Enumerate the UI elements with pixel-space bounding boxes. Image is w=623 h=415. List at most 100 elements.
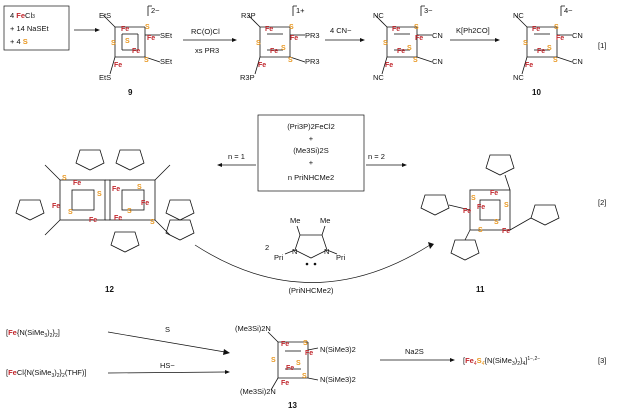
- carbene-coefficient: 2: [265, 243, 269, 252]
- cluster12-fe-4: Fe: [112, 186, 120, 193]
- cluster12-fe-1: Fe: [73, 180, 81, 187]
- arrow-b-label: HS−: [160, 361, 175, 370]
- carbene-structure: [284, 225, 338, 266]
- carbene-n-left: N: [292, 247, 297, 256]
- cluster12-s-4: S: [137, 184, 142, 191]
- clusterP-fe-1: Fe: [265, 26, 273, 33]
- cluster10-ligand-nc-top: NC: [513, 11, 524, 20]
- reagent-box-2: [257, 114, 365, 192]
- cluster13-ligand-2: N(SiMe3)2: [320, 345, 356, 354]
- clusterC3-fe-3: Fe: [397, 48, 405, 55]
- cluster10-s-4: S: [553, 57, 558, 64]
- reagent-line-fecl3: 4 FeCl3: [10, 11, 35, 20]
- cluster9-s-2: S: [111, 40, 116, 47]
- equation-1-number: [1]: [598, 41, 606, 50]
- carbene-me-right: Me: [320, 216, 330, 225]
- reaction-3: [Fe{N(SiMe3)2}2] [FeCl{N(SiMe3)2}2(THF)]…: [6, 324, 606, 410]
- cluster9-fe-3: Fe: [132, 48, 140, 55]
- clusterC3-ligand-nc-bottom: NC: [373, 73, 384, 82]
- arrow-left-label: n = 1: [228, 152, 245, 161]
- cluster9-bracket: [147, 5, 152, 16]
- cluster10-s-1: S: [554, 24, 559, 31]
- arrow-a-to-13: [107, 331, 226, 353]
- compound-9-label: 9: [128, 88, 133, 97]
- clusterP-ligand-pr3-1: PR3: [305, 31, 320, 40]
- compound-12-label: 12: [105, 285, 114, 294]
- clusterC3-fe-2: Fe: [415, 35, 423, 42]
- cluster11-fe-4: Fe: [477, 204, 485, 211]
- clusterP-fe-4: Fe: [258, 62, 266, 69]
- clusterC3-s-4: S: [413, 57, 418, 64]
- reagent-line-sulfur: + 4 S: [10, 37, 28, 46]
- cluster12-s-5: S: [127, 208, 132, 215]
- clusterC3-s-3: S: [407, 45, 412, 52]
- clusterP-fe-2: Fe: [290, 35, 298, 42]
- carbene-pr-left: Pri: [274, 253, 284, 262]
- cluster13-ligand-4: (Me3Si)2N: [240, 387, 276, 396]
- clusterC3-s-2: S: [383, 40, 388, 47]
- cluster11-fe-1: Fe: [490, 190, 498, 197]
- cluster10-fe-2: Fe: [556, 35, 564, 42]
- clusterC3-ligand-nc-top: NC: [373, 11, 384, 20]
- cluster10-ligand-cn-2: CN: [572, 57, 583, 66]
- compound-11-label: 11: [476, 285, 485, 294]
- cluster10-fe-1: Fe: [532, 26, 540, 33]
- cluster10-charge: 4−: [564, 6, 573, 15]
- reaction-2: (Pri3P)2FeCl2 + (Me3Si)2S + n PriNHCMe2 …: [15, 114, 606, 295]
- product-formula: [Fe4S4{N(SiMe3)2}4]1−,2−: [463, 356, 540, 367]
- cluster13-s-1: S: [303, 340, 308, 347]
- clusterP-ligand-pr3-2: PR3: [305, 57, 320, 66]
- reagent2-line-4: +: [309, 158, 314, 167]
- cluster10-fe-3: Fe: [537, 48, 545, 55]
- clusterP-charge: 1+: [296, 6, 305, 15]
- reagent2-line-3: (Me3Si)2S: [293, 146, 328, 155]
- arrow1-reagent-bottom: xs PR3: [195, 46, 219, 55]
- cluster-11: [420, 154, 560, 261]
- arrow-right-label: n = 2: [368, 152, 385, 161]
- cluster13-fe-1: Fe: [281, 341, 289, 348]
- cluster10-bracket: [560, 5, 565, 16]
- cluster-cyanide-3minus: [374, 14, 433, 75]
- cluster11-s-4: S: [478, 227, 483, 234]
- carbene-pr-right: Pri: [336, 253, 346, 262]
- cluster13-s-4: S: [302, 373, 307, 380]
- reagent2-line-2: +: [309, 134, 314, 143]
- cluster9-s-3: S: [125, 38, 130, 45]
- reactant-b: [FeCl{N(SiMe3)2}2(THF)]: [6, 368, 86, 379]
- reagent-line-nasEt: + 14 NaSEt: [10, 24, 49, 33]
- equation-2-number: [2]: [598, 198, 606, 207]
- cluster11-s-3: S: [494, 219, 499, 226]
- cluster9-s-1: S: [145, 24, 150, 31]
- arrow-b-to-13: [107, 371, 226, 374]
- reactant-a: [Fe{N(SiMe3)2}2]: [6, 328, 60, 339]
- carbene-n-right: N: [324, 247, 329, 256]
- cluster12-s-1: S: [62, 175, 67, 182]
- arrow2-reagent: 4 CN−: [330, 26, 352, 35]
- clusterP-s-3: S: [281, 45, 286, 52]
- cluster12-s-6: S: [150, 219, 155, 226]
- reagent-box-1: [3, 5, 70, 51]
- cluster11-fe-2: Fe: [463, 208, 471, 215]
- cluster13-fe-3: Fe: [286, 365, 294, 372]
- cluster9-ligand-ets-top: EtS: [99, 11, 111, 20]
- cluster-phosphine: [247, 14, 306, 75]
- clusterC3-fe-4: Fe: [385, 62, 393, 69]
- arrow3-reagent: K[Ph2CO]: [456, 26, 490, 35]
- cluster13-fe-2: Fe: [305, 350, 313, 357]
- cluster10-ligand-nc-bottom: NC: [513, 73, 524, 82]
- cluster13-ligand-1: (Me3Si)2N: [235, 324, 271, 333]
- cluster9-s-4: S: [144, 57, 149, 64]
- cluster12-fe-2: Fe: [52, 203, 60, 210]
- cluster-13: [267, 331, 319, 391]
- clusterP-s-4: S: [288, 57, 293, 64]
- cluster-9: [102, 14, 161, 75]
- carbene-label: (PriNHCMe2): [289, 286, 335, 295]
- cluster13-s-2: S: [271, 357, 276, 364]
- cluster12-fe-3: Fe: [89, 217, 97, 224]
- cluster10-ligand-cn-1: CN: [572, 31, 583, 40]
- clusterC3-bracket: [420, 5, 425, 16]
- cluster9-ligand-set-1: SEt: [160, 31, 173, 40]
- cluster12-s-3: S: [68, 209, 73, 216]
- clusterP-s-1: S: [289, 24, 294, 31]
- cluster9-ligand-ets-bottom: EtS: [99, 73, 111, 82]
